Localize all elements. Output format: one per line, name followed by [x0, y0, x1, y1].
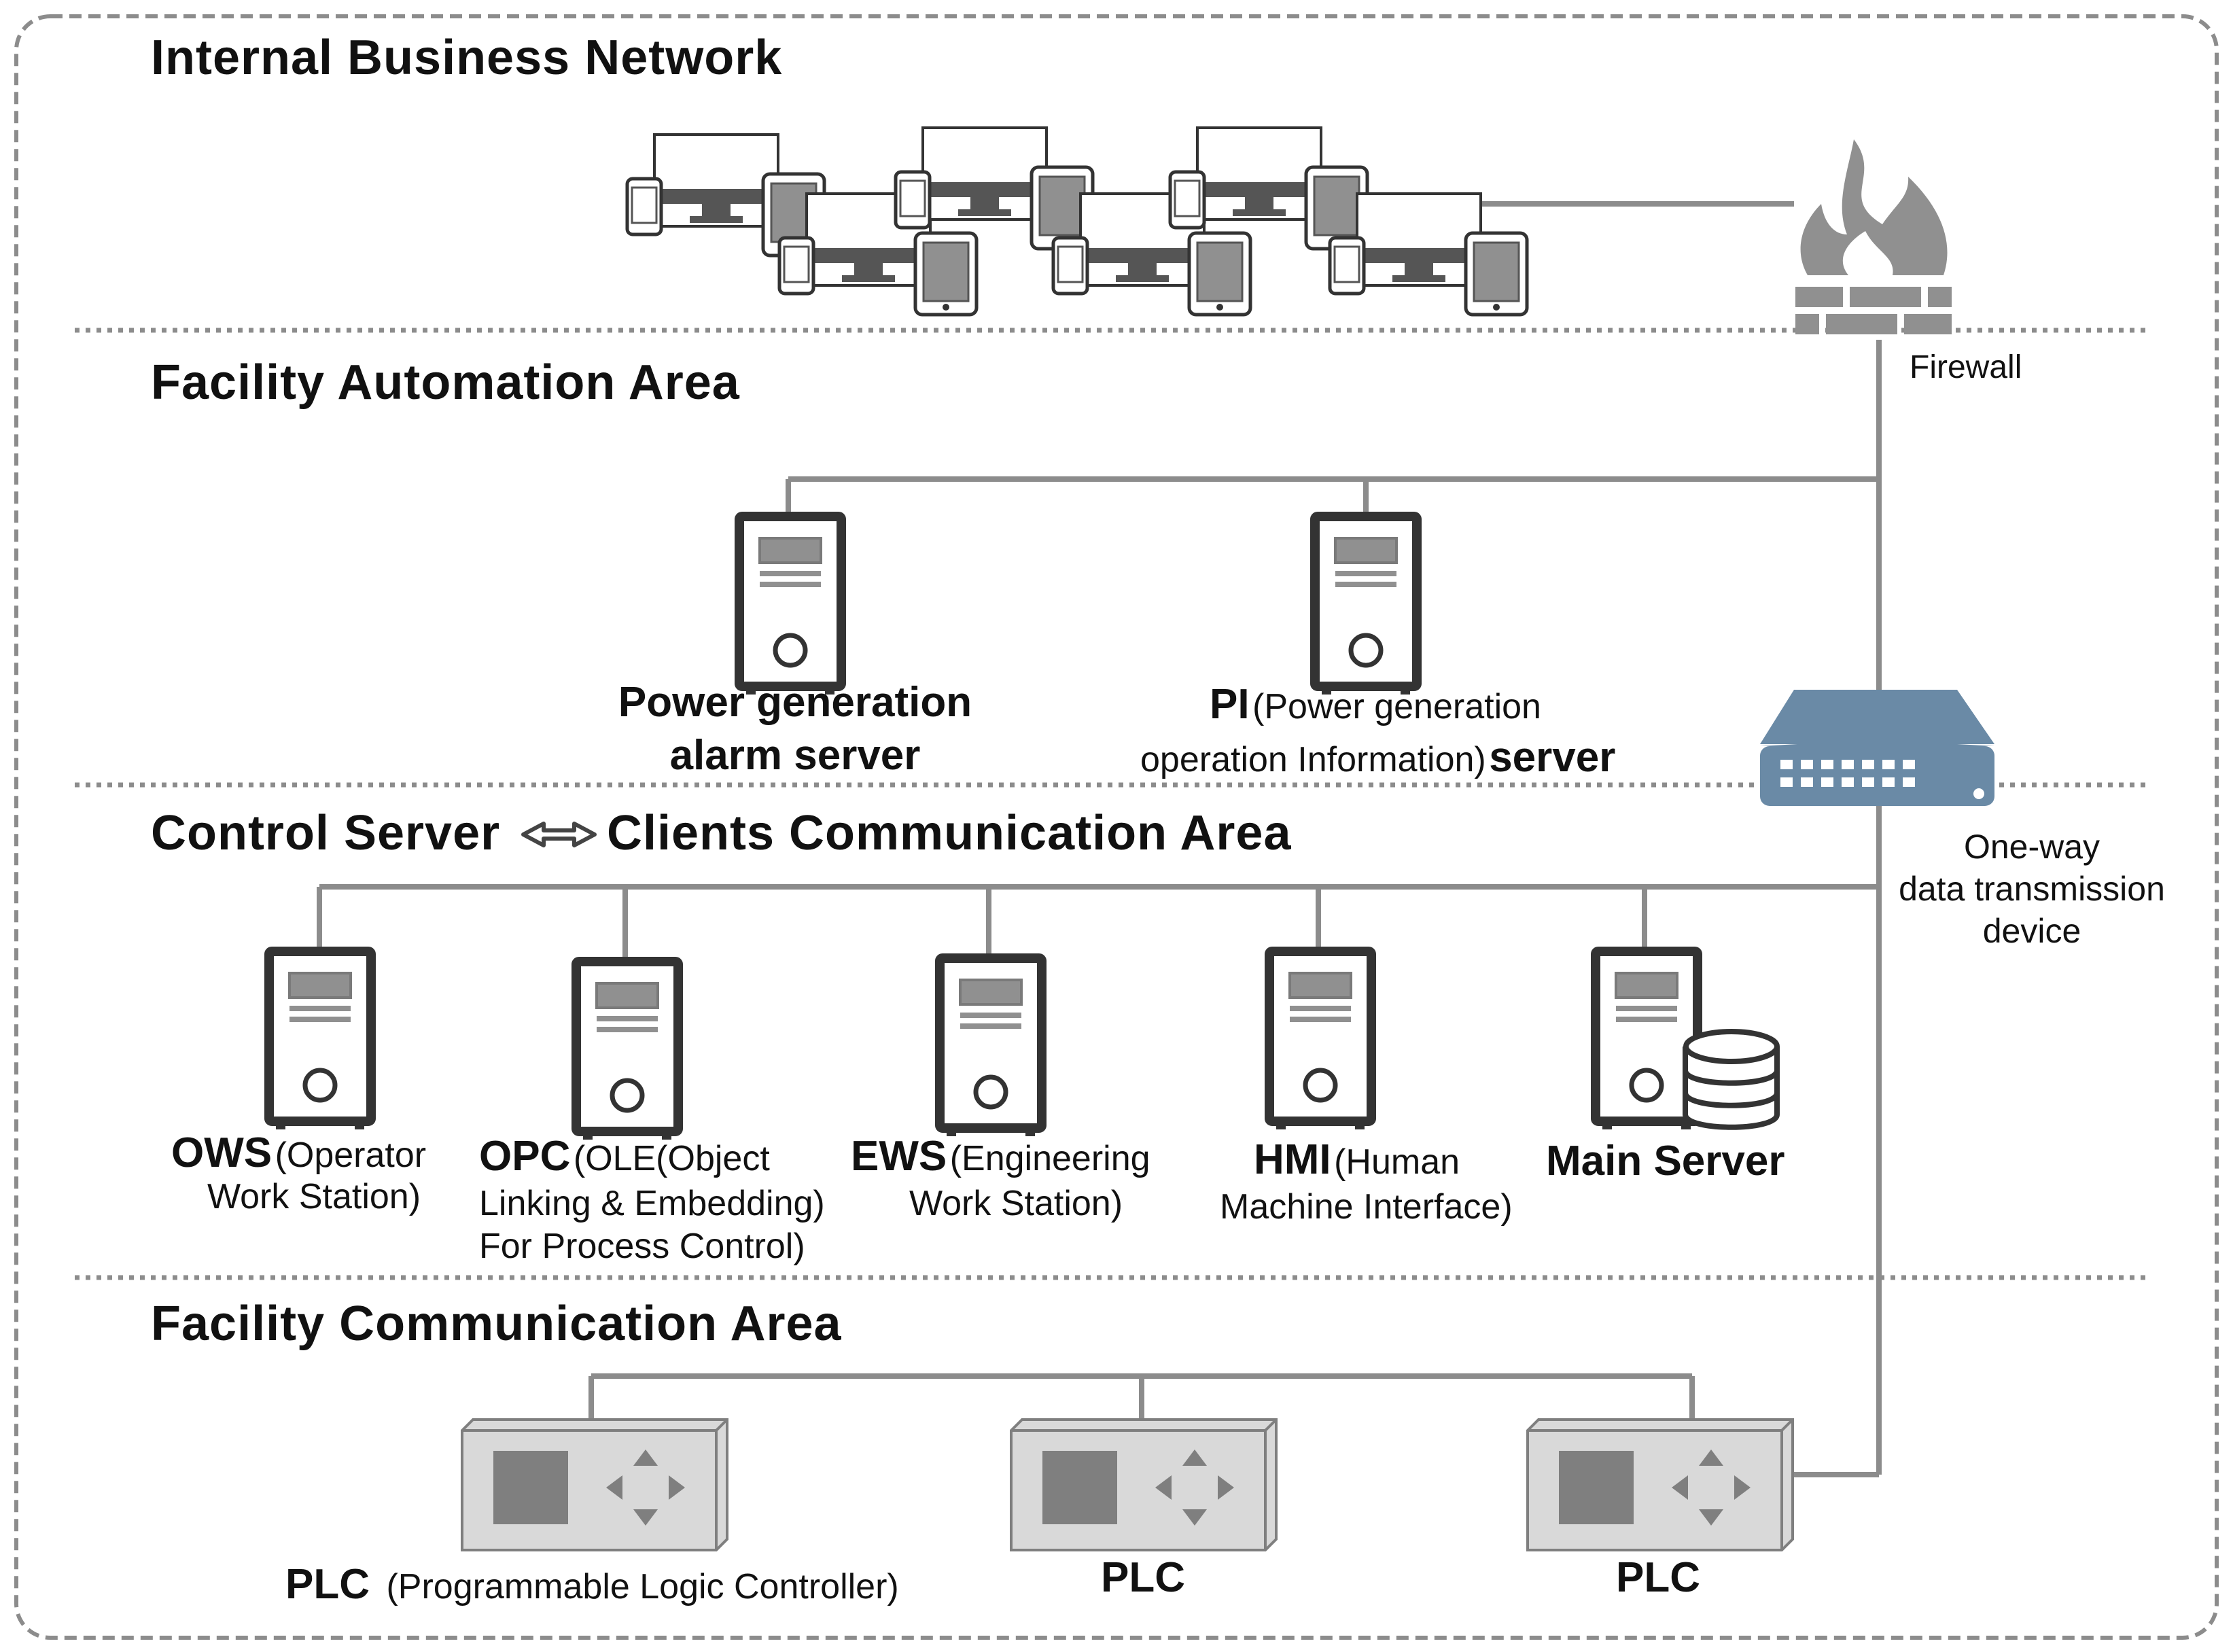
pi-server-paren: (Power generation	[1252, 687, 1541, 726]
oneway-label-line1: One-way	[1963, 828, 2100, 866]
ews-label-line2: Work Station)	[909, 1184, 1123, 1223]
switch-icon	[1760, 690, 1994, 806]
ows-label-line1: OWS (Operator	[171, 1128, 426, 1178]
pi-server-line2-bold: server	[1489, 734, 1616, 781]
plc1-bold: PLC	[285, 1561, 370, 1608]
database-icon	[1683, 1029, 1780, 1130]
plc1-paren: (Programmable Logic Controller)	[386, 1567, 899, 1606]
zone-title-clients: Clients Communication Area	[607, 806, 1292, 860]
firewall-icon	[1795, 139, 1952, 334]
ows-label-line2: Work Station)	[207, 1177, 421, 1216]
alarm-server-icon	[739, 516, 841, 695]
plc-icon-2	[1010, 1418, 1278, 1551]
outer-border	[14, 14, 2219, 1640]
hmi-server-icon	[1269, 951, 1371, 1129]
zone-title-internal: Internal Business Network	[151, 31, 783, 85]
main-server-label: Main Server	[1546, 1138, 1785, 1184]
plc2-label: PLC	[1101, 1554, 1185, 1601]
connection-lines	[317, 201, 1882, 1477]
oneway-label-line3: device	[1982, 912, 2081, 950]
pi-server-icon	[1315, 516, 1417, 695]
ews-server-icon	[940, 958, 1042, 1136]
main-server-icon	[1596, 951, 1698, 1129]
pi-server-line2: operation Information)	[1140, 740, 1486, 779]
ows-paren: (Operator	[275, 1136, 427, 1175]
opc-paren: (OLE(Object	[573, 1139, 770, 1178]
ews-paren: (Engineering	[949, 1139, 1150, 1178]
opc-label-line2: Linking & Embedding)	[479, 1184, 825, 1223]
opc-bold: OPC	[479, 1133, 571, 1180]
ows-server-icon	[269, 951, 371, 1129]
pi-server-label-line1: PI (Power generation	[1210, 680, 1541, 730]
business-network-devices	[627, 128, 1527, 315]
plc3-label: PLC	[1616, 1554, 1700, 1601]
alarm-server-label-line1: Power generation	[618, 679, 972, 726]
opc-server-icon	[576, 962, 678, 1140]
hmi-bold: HMI	[1254, 1136, 1331, 1183]
plc-icon-1	[461, 1418, 728, 1551]
zone-title-control: Control Server	[151, 806, 501, 860]
oneway-label: One-way data transmission device	[1882, 826, 2181, 952]
ews-label-line1: EWS (Engineering	[851, 1131, 1150, 1182]
alarm-server-label-line2: alarm server	[669, 732, 921, 779]
pi-server-label-line2: operation Information) server	[1140, 733, 1615, 783]
hmi-label-line2: Machine Interface)	[1220, 1187, 1513, 1227]
firewall-label: Firewall	[1910, 349, 2022, 385]
hmi-label-line1: HMI (Human	[1254, 1135, 1460, 1185]
hmi-paren: (Human	[1334, 1142, 1460, 1182]
zone-title-facility: Facility Communication Area	[151, 1297, 842, 1351]
oneway-label-line2: data transmission	[1899, 870, 2165, 908]
plc-icon-3	[1526, 1418, 1794, 1551]
ows-bold: OWS	[171, 1129, 272, 1176]
pi-server-bold: PI	[1210, 681, 1250, 728]
opc-label-line1: OPC (OLE(Object	[479, 1131, 770, 1182]
opc-label-line3: For Process Control)	[479, 1227, 805, 1266]
ews-bold: EWS	[851, 1133, 947, 1180]
plc1-label: PLC (Programmable Logic Controller)	[285, 1560, 899, 1610]
double-arrow-icon	[521, 822, 597, 847]
zone-title-automation: Facility Automation Area	[151, 355, 740, 410]
alarm-server-label: Power generation alarm server	[571, 676, 1019, 782]
